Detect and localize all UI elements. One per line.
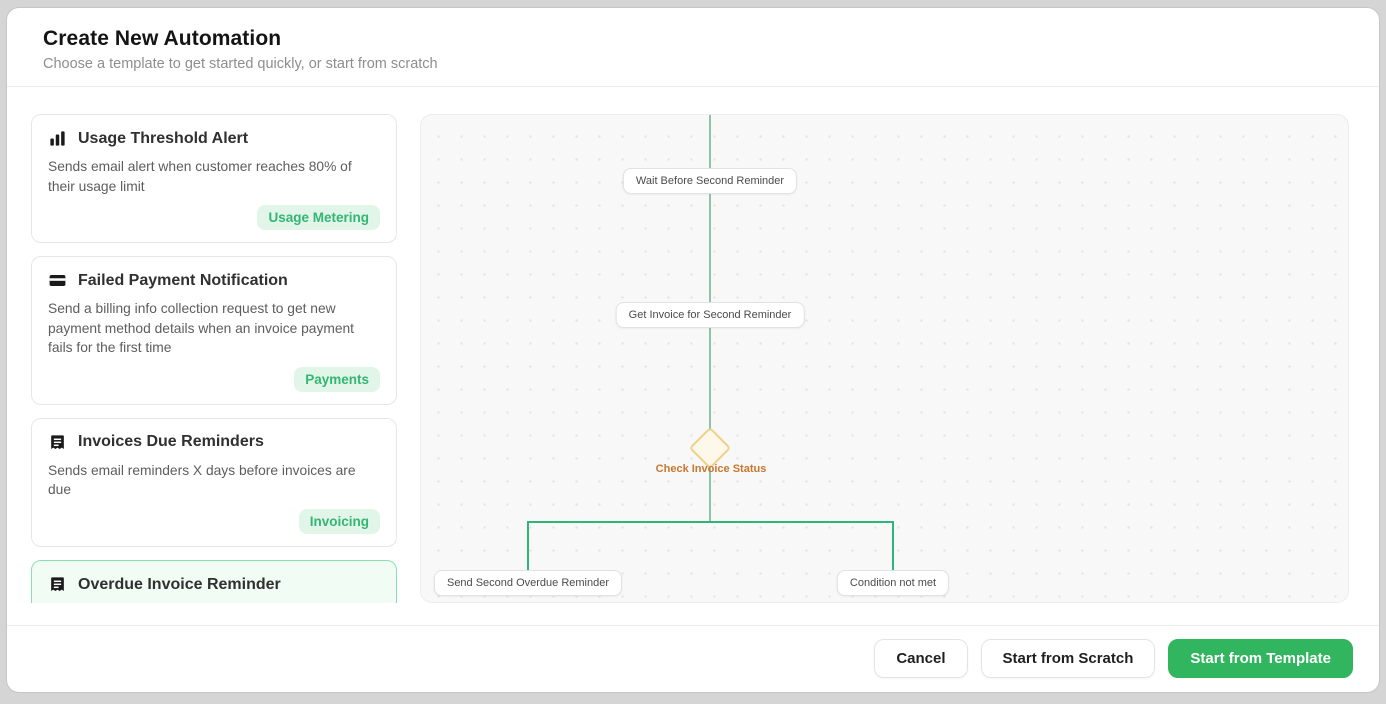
template-category-badge: Usage Metering (257, 205, 380, 231)
template-card-usage-threshold-alert[interactable]: Usage Threshold Alert Sends email alert … (31, 114, 397, 244)
flow-node-send-second-overdue-reminder[interactable]: Send Second Overdue Reminder (433, 570, 623, 596)
credit-card-icon (48, 271, 67, 290)
template-card-overdue-invoice-reminder[interactable]: Overdue Invoice Reminder Sends multiple … (31, 560, 397, 603)
template-title: Overdue Invoice Reminder (78, 575, 281, 593)
edge-branch-horizontal (527, 521, 894, 523)
start-from-scratch-button[interactable]: Start from Scratch (980, 639, 1156, 678)
cancel-button[interactable]: Cancel (874, 639, 968, 678)
template-card-invoices-due-reminders[interactable]: Invoices Due Reminders Sends email remin… (31, 417, 397, 548)
modal-header: Create New Automation Choose a template … (7, 8, 1379, 87)
create-automation-modal: Create New Automation Choose a template … (6, 7, 1380, 693)
template-category-badge: Invoicing (298, 509, 380, 535)
start-from-template-button[interactable]: Start from Template (1168, 639, 1353, 678)
flow-preview-canvas[interactable]: Wait Before Second Reminder Get Invoice … (420, 114, 1349, 603)
template-title: Invoices Due Reminders (78, 433, 264, 451)
modal-footer: Cancel Start from Scratch Start from Tem… (7, 625, 1379, 692)
template-card-failed-payment-notification[interactable]: Failed Payment Notification Send a billi… (31, 256, 397, 405)
flow-node-condition-not-met[interactable]: Condition not met (836, 570, 950, 596)
template-category-badge: Payments (294, 366, 380, 392)
template-description: Send a billing info collection request t… (48, 301, 355, 356)
flow-node-get-invoice-second-reminder[interactable]: Get Invoice for Second Reminder (615, 302, 805, 328)
modal-body: Usage Threshold Alert Sends email alert … (7, 87, 1379, 625)
template-title: Usage Threshold Alert (78, 129, 249, 147)
flow-node-check-invoice-status-label: Check Invoice Status (655, 463, 767, 475)
template-description: Sends email reminders X days before invo… (48, 462, 356, 498)
receipt-icon (48, 575, 67, 594)
template-list: Usage Threshold Alert Sends email alert … (31, 114, 397, 603)
edge-branch-left-vertical (527, 521, 529, 572)
edge-branch-right-vertical (892, 521, 894, 572)
flow-node-wait-before-second-reminder[interactable]: Wait Before Second Reminder (622, 168, 798, 194)
page-title: Create New Automation (43, 27, 282, 50)
template-title: Failed Payment Notification (78, 271, 288, 289)
receipt-icon (48, 433, 67, 452)
page-subtitle: Choose a template to get started quickly… (43, 56, 438, 72)
template-description: Sends email alert when customer reaches … (48, 159, 352, 194)
bar-chart-icon (48, 129, 67, 148)
